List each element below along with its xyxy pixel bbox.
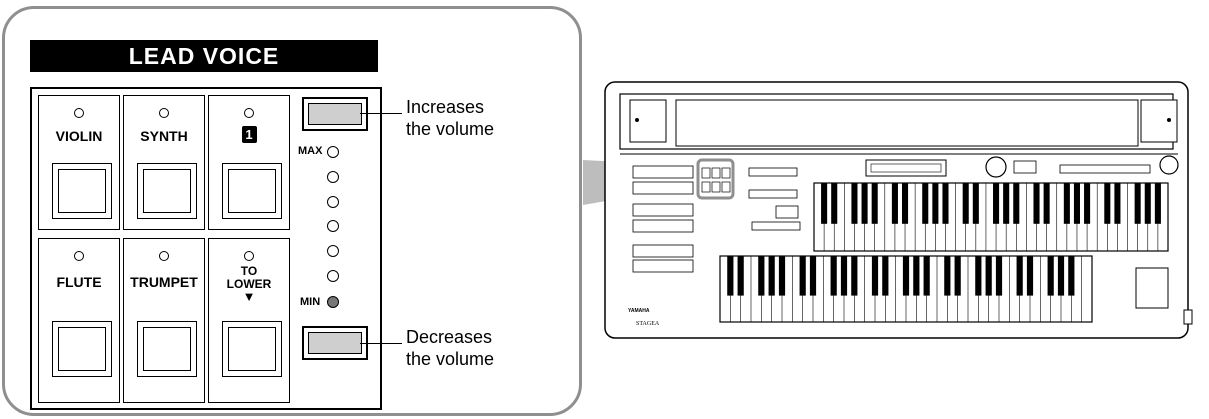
right-screw-icon xyxy=(1167,118,1171,122)
lead-voice-panel xyxy=(30,87,382,410)
increase-leader-line xyxy=(360,113,402,114)
synth-lamp xyxy=(159,108,169,118)
user-1-button[interactable] xyxy=(222,163,282,219)
trumpet-button[interactable] xyxy=(137,321,197,377)
user-1-lamp xyxy=(244,108,254,118)
trumpet-lamp xyxy=(159,251,169,261)
volume-led-min xyxy=(327,296,339,308)
down-arrow-icon: ▼ xyxy=(242,289,256,304)
voice-cell-synth: SYNTH xyxy=(123,95,205,230)
to-lower-lamp xyxy=(244,251,254,261)
voice-cell-violin: VIOLIN xyxy=(38,95,120,230)
trumpet-label: TRUMPET xyxy=(130,274,198,290)
flute-label: FLUTE xyxy=(56,274,102,290)
volume-led-3 xyxy=(327,196,339,208)
right-bracket xyxy=(1140,99,1178,143)
decrease-leader-line xyxy=(360,343,402,344)
flute-lamp xyxy=(74,251,84,261)
increase-annotation-line1: Increases xyxy=(406,97,485,117)
voice-cell-trumpet: TRUMPET xyxy=(123,238,205,403)
left-dial-icon xyxy=(985,156,1007,178)
to-lower-button[interactable] xyxy=(222,321,282,377)
volume-min-label: MIN xyxy=(300,296,321,308)
music-rest-inner xyxy=(675,99,1139,147)
user-1-label: 1 xyxy=(209,126,289,143)
violin-button[interactable] xyxy=(52,163,112,219)
to-lower-label-line2: LOWER xyxy=(226,277,272,291)
volume-led-1 xyxy=(327,146,339,158)
volume-up-button[interactable] xyxy=(302,97,368,131)
voice-cell-flute: FLUTE xyxy=(38,238,120,403)
volume-max-label: MAX xyxy=(298,145,323,157)
side-switch-icon xyxy=(1183,309,1193,325)
synth-label: SYNTH xyxy=(140,128,188,144)
volume-led-4 xyxy=(327,220,339,232)
flute-button[interactable] xyxy=(52,321,112,377)
right-panel-box xyxy=(1135,267,1169,309)
voice-cell-to-lower: TO LOWER ▼ xyxy=(208,238,290,403)
organ-brand-logo: YAMAHA xyxy=(628,308,650,314)
master-volume-knob-icon xyxy=(1159,155,1179,175)
synth-button[interactable] xyxy=(137,163,197,219)
lower-black-keys xyxy=(719,256,1082,322)
violin-label: VIOLIN xyxy=(55,128,103,144)
to-lower-label-line1: TO xyxy=(240,264,258,278)
left-screw-icon xyxy=(635,118,639,122)
decrease-annotation-line1: Decreases xyxy=(406,327,493,347)
decrease-annotation-line2: the volume xyxy=(406,349,495,369)
user-1-badge: 1 xyxy=(241,126,257,143)
volume-led-2 xyxy=(327,171,339,183)
volume-led-5 xyxy=(327,245,339,257)
upper-panel-buttons xyxy=(632,160,1151,273)
upper-black-keys xyxy=(813,183,1161,251)
increase-annotation-line2: the volume xyxy=(406,119,495,139)
organ-model-logo: STAGEA xyxy=(636,321,660,327)
violin-lamp xyxy=(74,108,84,118)
lead-voice-title: LEAD VOICE xyxy=(30,40,378,72)
voice-cell-user-1: 1 xyxy=(208,95,290,230)
volume-led-6 xyxy=(327,270,339,282)
